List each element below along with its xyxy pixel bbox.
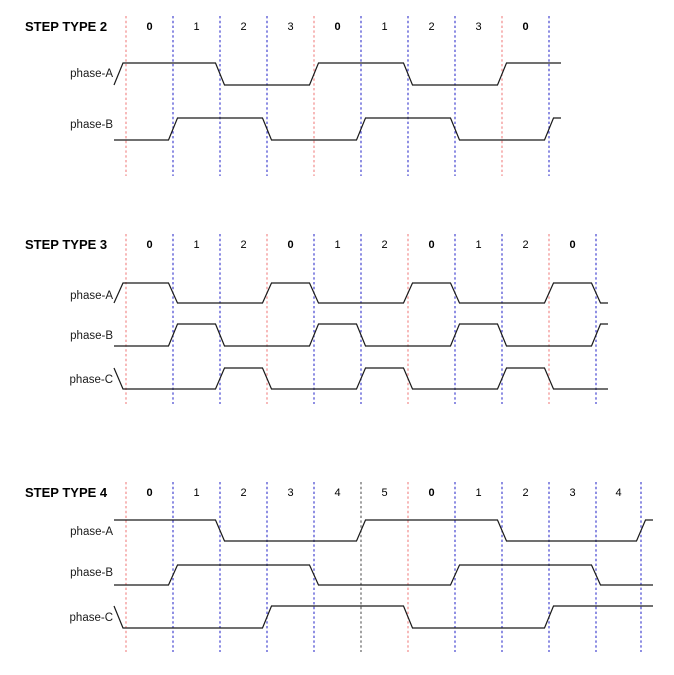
step-number-step-type-4-2: 2 xyxy=(240,487,246,499)
step-number-step-type-4-7: 1 xyxy=(475,487,481,499)
step-number-step-type-4-3: 3 xyxy=(287,487,293,499)
step-number-step-type-2-1: 1 xyxy=(193,21,199,33)
step-number-step-type-3-0: 0 xyxy=(146,239,152,251)
section-title-step-type-3: STEP TYPE 3 xyxy=(25,237,107,252)
step-number-step-type-3-3: 0 xyxy=(287,239,293,251)
phase-label-step-type-2-phase-B: phase-B xyxy=(70,119,113,131)
step-number-step-type-2-4: 0 xyxy=(334,21,340,33)
step-number-step-type-4-10: 4 xyxy=(615,487,621,499)
step-number-step-type-4-0: 0 xyxy=(146,487,152,499)
step-number-step-type-4-9: 3 xyxy=(569,487,575,499)
step-number-step-type-3-5: 2 xyxy=(381,239,387,251)
step-number-step-type-3-9: 0 xyxy=(569,239,575,251)
phase-label-step-type-4-phase-A: phase-A xyxy=(70,526,113,538)
step-number-step-type-4-4: 4 xyxy=(334,487,340,499)
step-number-step-type-3-1: 1 xyxy=(193,239,199,251)
waveform-step-type-4-phase-A xyxy=(114,519,653,542)
waveform-step-type-3-phase-B xyxy=(114,323,608,347)
phase-label-step-type-4-phase-C: phase-C xyxy=(70,612,113,624)
waveform-step-type-4-phase-B xyxy=(114,564,653,586)
section-step-type-2: STEP TYPE 2 0 1 2 3 0 1 2 3 0 phase-A phase-B xyxy=(25,16,561,176)
step-number-step-type-3-4: 1 xyxy=(334,239,340,251)
step-number-step-type-4-8: 2 xyxy=(522,487,528,499)
waveform-step-type-2-phase-A xyxy=(113,62,561,86)
waveform-step-type-3-phase-C xyxy=(113,367,608,390)
step-number-step-type-2-2: 2 xyxy=(240,21,246,33)
step-number-step-type-4-6: 0 xyxy=(428,487,434,499)
step-number-step-type-2-7: 3 xyxy=(475,21,481,33)
step-number-step-type-2-0: 0 xyxy=(146,21,152,33)
step-number-step-type-4-5: 5 xyxy=(381,487,387,499)
section-step-type-3: STEP TYPE 3 0 1 2 0 1 2 0 1 2 0 phase-A phase-B phase… xyxy=(25,234,608,404)
step-number-step-type-4-1: 1 xyxy=(193,487,199,499)
step-number-step-type-2-3: 3 xyxy=(287,21,293,33)
waveform-step-type-2-phase-B xyxy=(114,117,561,141)
section-title-step-type-4: STEP TYPE 4 xyxy=(25,485,108,500)
phase-label-step-type-3-phase-B: phase-B xyxy=(70,330,113,342)
waveform-step-type-3-phase-A xyxy=(113,282,608,304)
section-title-step-type-2: STEP TYPE 2 xyxy=(25,19,107,34)
section-step-type-4: STEP TYPE 4 0 1 2 3 4 5 0 1 2 3 4 phase-A phase-B phas… xyxy=(25,482,653,652)
step-number-step-type-3-2: 2 xyxy=(240,239,246,251)
step-number-step-type-2-8: 0 xyxy=(522,21,528,33)
waveform-step-type-4-phase-C xyxy=(113,605,653,629)
step-number-step-type-3-6: 0 xyxy=(428,239,434,251)
phase-label-step-type-3-phase-C: phase-C xyxy=(70,374,113,386)
step-number-step-type-3-7: 1 xyxy=(475,239,481,251)
phase-label-step-type-4-phase-B: phase-B xyxy=(70,567,113,579)
step-number-step-type-2-6: 2 xyxy=(428,21,434,33)
step-number-step-type-2-5: 1 xyxy=(381,21,387,33)
step-number-step-type-3-8: 2 xyxy=(522,239,528,251)
phase-label-step-type-3-phase-A: phase-A xyxy=(70,290,113,302)
phase-label-step-type-2-phase-A: phase-A xyxy=(70,68,113,80)
